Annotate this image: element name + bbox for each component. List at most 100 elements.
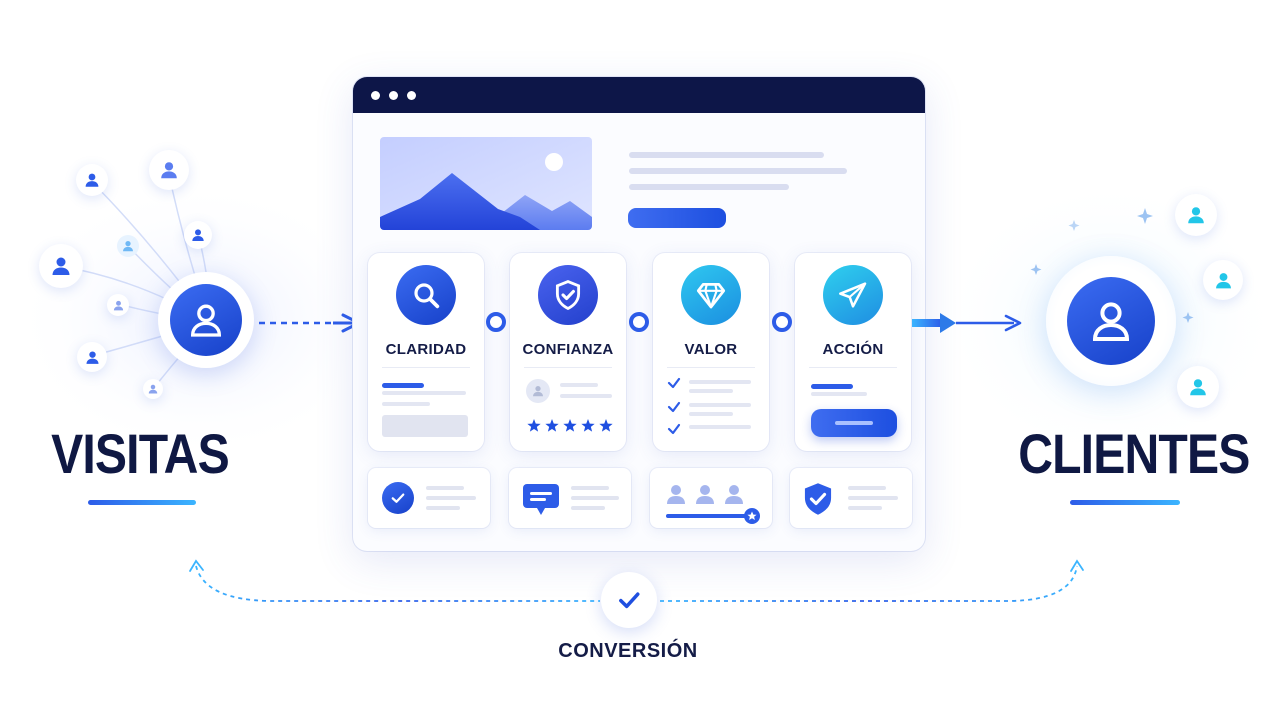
flow-arrow-in (259, 313, 361, 333)
user-icon (1215, 272, 1231, 288)
user-icon (1188, 207, 1204, 224)
mini-card-check (368, 468, 490, 528)
chat-bubble-icon (523, 484, 559, 515)
text-line-placeholder (426, 496, 476, 500)
shield-check-icon (555, 280, 581, 311)
card-icon-badge (823, 265, 883, 325)
user-icon (1092, 302, 1130, 341)
visitor-avatar (184, 221, 212, 249)
landscape-image-icon (380, 137, 592, 230)
card-title: CLARIDAD (385, 341, 467, 358)
visitor-avatar (39, 244, 83, 288)
card-confianza: CONFIANZA (510, 253, 626, 451)
text-line-placeholder (848, 496, 898, 500)
card-title: VALOR (684, 341, 738, 358)
shield-check-icon (804, 483, 832, 515)
text-line-placeholder (629, 152, 824, 158)
window-dot (389, 91, 398, 100)
card-icon-badge (538, 265, 598, 325)
card-valor: VALOR (653, 253, 769, 451)
visitor-avatar (149, 150, 189, 190)
star-icon (599, 419, 613, 432)
card-accion: ACCIÓN (795, 253, 911, 451)
card-claridad: CLARIDAD (368, 253, 484, 451)
card-title: ACCIÓN (822, 341, 884, 358)
client-avatar (1177, 366, 1219, 408)
cta-button-placeholder[interactable] (628, 208, 726, 228)
card-title: CONFIANZA (522, 341, 614, 358)
star-icon (527, 419, 541, 432)
visitor-avatar (77, 342, 107, 372)
text-line-placeholder (382, 391, 466, 395)
user-icon (533, 386, 543, 397)
visitas-underline (88, 500, 196, 505)
text-line-placeholder (426, 486, 464, 490)
text-line-placeholder (571, 506, 605, 510)
text-line-placeholder (571, 496, 619, 500)
client-avatar (1175, 194, 1217, 236)
text-line-placeholder (426, 506, 460, 510)
check-icon (619, 592, 640, 609)
user-icon (192, 229, 204, 241)
star-icon (581, 419, 595, 432)
clientes-underline (1070, 500, 1180, 505)
user-icon (52, 257, 70, 275)
progress-bar (811, 384, 853, 389)
conversion-label: CONVERSIÓN (558, 640, 698, 662)
star-icon (545, 419, 559, 432)
user-icon (148, 384, 158, 394)
action-button-placeholder[interactable] (811, 409, 897, 437)
card-icon-badge (396, 265, 456, 325)
diamond-icon (696, 283, 726, 309)
progress-bar (382, 383, 424, 388)
star-icon (563, 419, 577, 432)
client-avatar (1203, 260, 1243, 300)
paper-plane-icon (839, 282, 867, 308)
user-icon (1190, 379, 1206, 396)
reviewer-avatar (526, 379, 550, 403)
content-block-placeholder (382, 415, 468, 437)
window-dot (407, 91, 416, 100)
text-line-placeholder (629, 168, 847, 174)
text-line-placeholder (571, 486, 609, 490)
user-icon (113, 300, 123, 310)
user-icon (85, 350, 99, 364)
text-line-placeholder (629, 184, 789, 190)
conversion-loop (189, 559, 1084, 602)
card-connector (486, 312, 506, 332)
user-icon (85, 173, 99, 187)
text-line-placeholder (848, 486, 886, 490)
window-dot (371, 91, 380, 100)
mini-card-chat (509, 468, 631, 528)
conversion-check-badge (601, 572, 657, 628)
text-line-placeholder (560, 394, 612, 398)
mini-card-community (650, 468, 772, 528)
user-icon (161, 162, 177, 179)
card-divider (667, 367, 755, 368)
visitor-avatar (143, 379, 163, 399)
card-divider (524, 367, 612, 368)
text-line-placeholder (560, 383, 598, 387)
card-connector (772, 312, 792, 332)
text-line-placeholder (848, 506, 882, 510)
card-divider (809, 367, 897, 368)
mini-card-security (790, 468, 912, 528)
visitor-avatar (107, 294, 129, 316)
user-icon (123, 241, 133, 252)
star-rating (526, 418, 616, 434)
browser-title-bar (353, 77, 925, 113)
group-users-icon (666, 485, 760, 524)
search-icon (414, 283, 440, 309)
visitor-main-avatar (158, 272, 254, 368)
user-icon (190, 304, 222, 337)
text-line-placeholder (811, 392, 867, 396)
flow-arrow-out (912, 313, 1022, 333)
checklist (667, 377, 751, 435)
sparkle-icons (1030, 208, 1194, 323)
card-connector (629, 312, 649, 332)
clientes-label: CLIENTES (1018, 422, 1250, 485)
hero-image-placeholder (380, 137, 592, 230)
card-icon-badge (681, 265, 741, 325)
visitor-avatar (76, 164, 108, 196)
visitas-label: VISITAS (51, 422, 230, 485)
